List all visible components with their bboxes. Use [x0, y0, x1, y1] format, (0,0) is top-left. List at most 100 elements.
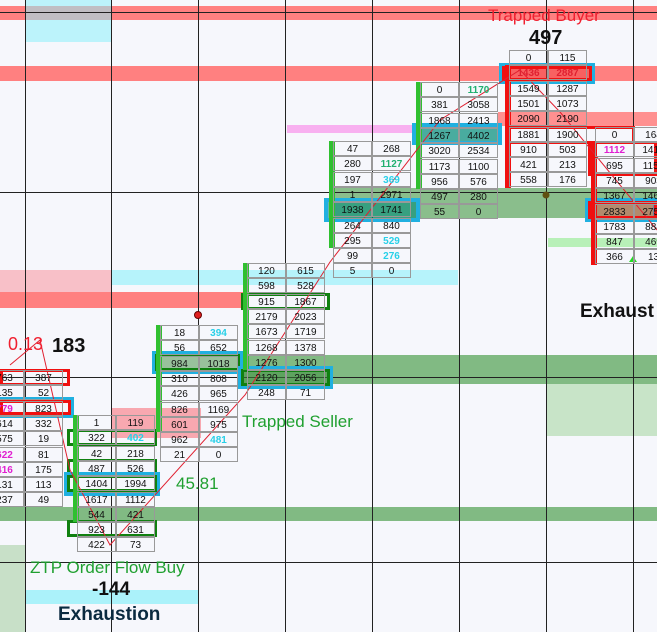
ask-volume-cell: 2887: [548, 65, 587, 81]
bid-volume-cell: 558: [509, 172, 548, 188]
ask-volume-cell: 529: [372, 232, 411, 248]
bid-volume-cell: 56: [160, 340, 199, 356]
ask-volume-cell: 1867: [286, 293, 325, 309]
bid-volume-cell: 1276: [247, 354, 286, 370]
bid-volume-cell: 1501: [509, 95, 548, 111]
bid-volume-cell: 47: [333, 141, 372, 156]
bid-volume-cell: 622: [0, 446, 24, 462]
bid-volume-cell: 1267: [420, 127, 459, 143]
light-green-block: [546, 384, 657, 436]
ask-volume-cell: 503: [548, 141, 587, 157]
bottom-delta-label: -144: [92, 579, 131, 600]
buy-volume-bar: [156, 325, 162, 433]
bid-volume-cell: 1783: [595, 218, 634, 234]
bid-volume-cell: 1268: [247, 339, 286, 355]
grid-line: [0, 12, 657, 13]
imbalance-box[interactable]: [64, 472, 160, 496]
ask-volume-cell: 332: [24, 415, 63, 431]
ask-volume-cell: 823: [24, 400, 63, 416]
resistance-band: [0, 66, 657, 81]
ask-volume-cell: 1169: [199, 401, 238, 417]
pink-band: [0, 270, 111, 292]
bid-volume-cell: 1617: [77, 491, 116, 507]
ask-volume-cell: 2534: [459, 143, 498, 159]
bid-volume-cell: 497: [420, 189, 459, 205]
bid-volume-cell: 910: [509, 141, 548, 157]
ask-volume-cell: 115: [548, 50, 587, 65]
ask-volume-cell: 2023: [286, 308, 325, 324]
ask-volume-cell: 402: [116, 430, 155, 446]
bid-volume-cell: 422: [77, 537, 116, 553]
bid-volume-cell: 248: [247, 385, 286, 401]
bid-volume-cell: 416: [0, 461, 24, 477]
ask-volume-cell: 1100: [459, 158, 498, 174]
ask-volume-cell: 268: [372, 141, 411, 156]
grid-line: [0, 562, 657, 563]
marker-dot: [194, 311, 202, 319]
bid-volume-cell: 55: [420, 204, 459, 220]
bid-volume-cell: 2120: [247, 370, 286, 386]
bid-volume-cell: 0: [420, 82, 459, 97]
ask-volume-cell: 1155: [634, 157, 657, 173]
bid-volume-cell: 264: [333, 217, 372, 233]
bid-volume-cell: 2179: [247, 308, 286, 324]
ask-volume-cell: 369: [372, 171, 411, 187]
ask-volume-cell: 1719: [286, 324, 325, 340]
left-delta-label: 183: [52, 335, 86, 357]
ask-volume-cell: 1127: [372, 156, 411, 172]
bid-volume-cell: 1: [77, 415, 116, 430]
bid-volume-cell: 0: [595, 127, 634, 142]
bid-volume-cell: 197: [333, 171, 372, 187]
ask-volume-cell: 81: [24, 446, 63, 462]
bid-volume-cell: 421: [509, 157, 548, 173]
ask-volume-cell: 2750: [634, 203, 657, 219]
ask-volume-cell: 175: [24, 461, 63, 477]
ask-volume-cell: 1018: [199, 355, 238, 371]
bid-volume-cell: 487: [77, 460, 116, 476]
ztp-order-flow-label: ZTP Order Flow Buy: [30, 558, 185, 577]
bid-volume-cell: 1881: [509, 126, 548, 142]
ask-volume-cell: 2056: [286, 370, 325, 386]
trapped-buyer-label: Trapped Buyer: [488, 6, 600, 25]
ask-volume-cell: 218: [116, 445, 155, 461]
bid-volume-cell: 21: [160, 447, 199, 463]
exhaustion-label-right: Exhaust: [580, 301, 654, 322]
bid-volume-cell: 135: [0, 385, 24, 401]
bid-volume-cell: 381: [420, 97, 459, 113]
ask-volume-cell: 1414: [634, 142, 657, 158]
trapped-seller-label: Trapped Seller: [242, 412, 353, 431]
ask-volume-cell: 0: [372, 263, 411, 279]
bid-volume-cell: 18: [160, 325, 199, 340]
ask-volume-cell: 884: [634, 218, 657, 234]
pink-band: [287, 125, 417, 133]
imbalance-box[interactable]: [152, 351, 243, 374]
bid-volume-cell: 1: [333, 186, 372, 202]
ask-volume-cell: 528: [286, 278, 325, 294]
bid-volume-cell: 1549: [509, 80, 548, 96]
cyan-band: [25, 0, 111, 42]
buy-volume-bar: [73, 415, 79, 523]
bid-volume-cell: 237: [0, 492, 24, 508]
bid-volume-cell: 322: [77, 430, 116, 446]
ask-volume-cell: 0: [199, 447, 238, 463]
ask-volume-cell: 1741: [372, 202, 411, 218]
ask-volume-cell: 965: [199, 386, 238, 402]
ask-volume-cell: 615: [286, 263, 325, 278]
ask-volume-cell: 840: [372, 217, 411, 233]
ask-volume-cell: 0: [459, 204, 498, 220]
ask-volume-cell: 73: [116, 537, 155, 553]
ratio-label-left: 0.13: [8, 334, 44, 354]
resistance-band: [0, 292, 245, 308]
ask-volume-cell: 13: [634, 249, 657, 265]
bid-volume-cell: 779: [0, 400, 24, 416]
bid-volume-cell: 923: [77, 522, 116, 538]
ask-volume-cell: 4402: [459, 127, 498, 143]
sell-volume-bar: [591, 142, 597, 265]
ask-volume-cell: 3058: [459, 97, 498, 113]
ask-volume-cell: 526: [116, 460, 155, 476]
bid-volume-cell: 5: [333, 263, 372, 279]
ask-volume-cell: 975: [199, 416, 238, 432]
ask-volume-cell: 1460: [634, 188, 657, 204]
ask-volume-cell: 213: [548, 157, 587, 173]
ask-volume-cell: 808: [199, 370, 238, 386]
